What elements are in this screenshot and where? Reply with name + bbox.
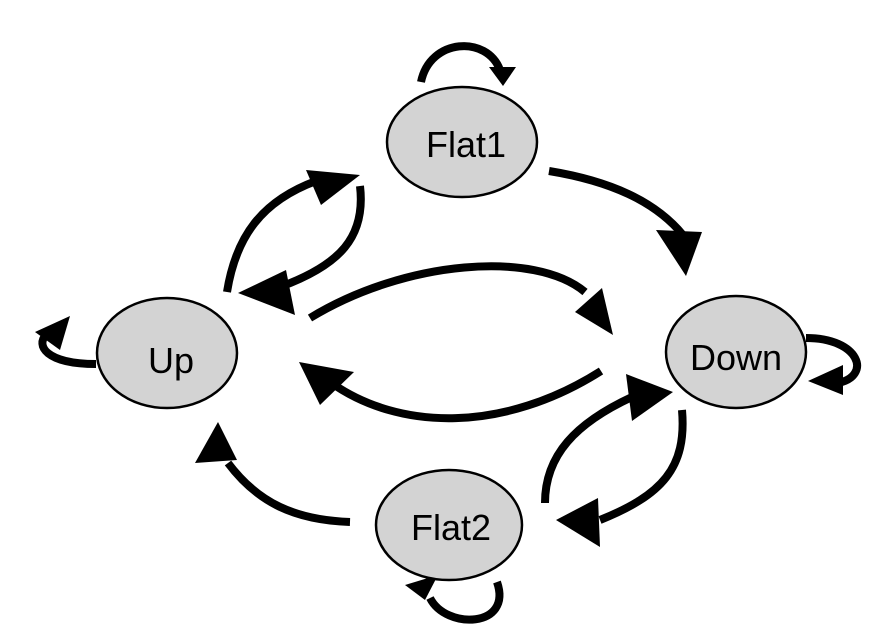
- node-down-shape: [664, 294, 808, 410]
- node-flat2-label: Flat2: [411, 507, 491, 548]
- edge-flat2-to-up: [195, 422, 351, 526]
- edge-flat2-to-flat2: [405, 575, 504, 624]
- node-up: Up: [95, 296, 239, 410]
- node-flat1-label: Flat1: [426, 124, 506, 165]
- node-flat2-shape: [374, 468, 524, 582]
- node-flat1: Flat1: [385, 85, 539, 199]
- edge-up-to-down: [307, 262, 613, 335]
- edge-down-to-flat2: [556, 409, 687, 547]
- edge-flat1-to-up: [238, 185, 365, 315]
- edge-flat1-to-flat1: [417, 42, 516, 86]
- edges: [35, 42, 861, 624]
- node-up-shape: [95, 296, 239, 410]
- edge-up-to-up: [35, 316, 97, 368]
- node-down-label: Down: [690, 337, 782, 378]
- edge-down-to-up: [299, 362, 604, 423]
- edge-flat2-to-down: [541, 374, 673, 504]
- node-flat2: Flat2: [374, 468, 524, 582]
- edge-flat1-to-down: [548, 167, 702, 276]
- nodes: Flat1 Up Down Flat2: [95, 85, 808, 582]
- edge-up-to-flat1: [223, 170, 360, 293]
- node-flat1-shape: [385, 85, 539, 199]
- edge-down-to-down: [805, 334, 861, 395]
- node-down: Down: [664, 294, 808, 410]
- node-up-label: Up: [148, 340, 194, 381]
